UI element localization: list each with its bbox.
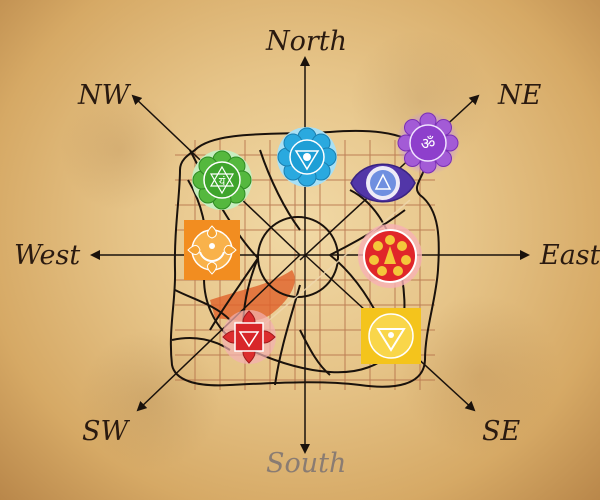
label-northwest: NW bbox=[78, 80, 130, 111]
root-chakra bbox=[222, 310, 276, 364]
label-southwest: SW bbox=[82, 416, 129, 447]
throat-chakra bbox=[277, 127, 337, 187]
label-north: North bbox=[266, 26, 348, 57]
label-northeast: NE bbox=[498, 80, 542, 111]
crown-chakra: ॐ bbox=[396, 111, 460, 175]
label-southeast: SE bbox=[482, 416, 521, 447]
crown-symbol: ॐ bbox=[421, 134, 436, 153]
solar-plexus-chakra bbox=[361, 308, 421, 364]
compass-arrows bbox=[90, 56, 530, 454]
spleen-chakra bbox=[358, 224, 422, 288]
energy-patch bbox=[210, 270, 295, 322]
sacral-chakra bbox=[184, 220, 240, 280]
label-south: South bbox=[266, 448, 347, 479]
third-eye-chakra bbox=[350, 163, 416, 203]
label-west: West bbox=[14, 240, 81, 271]
heart-chakra: यं bbox=[192, 150, 252, 210]
brahmasthan-circle bbox=[257, 216, 339, 298]
label-east: East bbox=[540, 240, 600, 271]
heart-symbol: यं bbox=[219, 175, 226, 188]
